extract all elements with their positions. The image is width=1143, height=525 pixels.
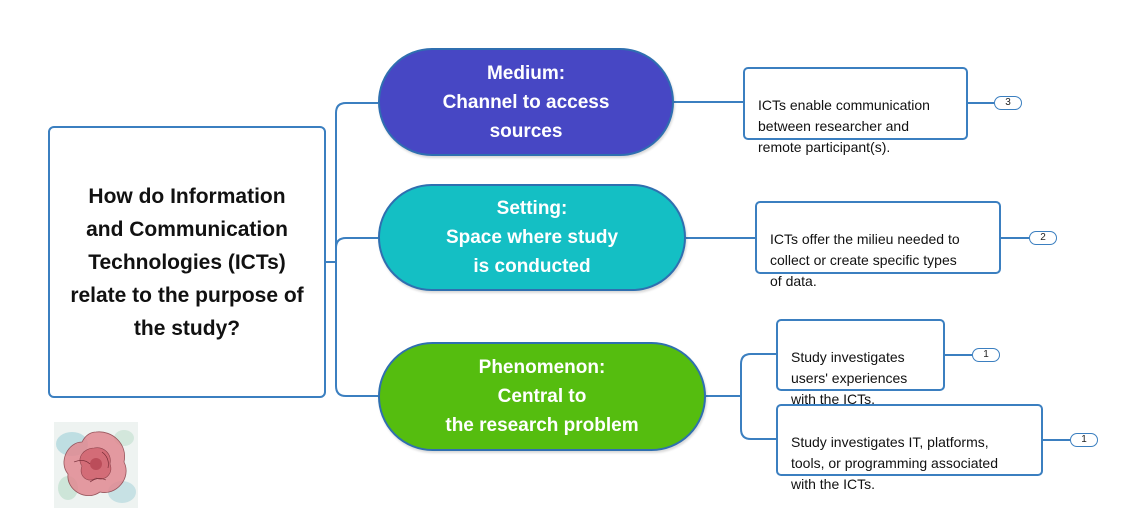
count-badge[interactable]: 1: [1070, 433, 1098, 447]
branch-medium-label: Medium: Channel to access sources: [442, 62, 610, 142]
connector-phenomenon-to-leaf-2: [740, 396, 776, 440]
flower-watercolor-icon: [54, 422, 138, 508]
branch-phenomenon-node[interactable]: Phenomenon: Central to the research prob…: [378, 342, 706, 451]
connector-root-to-phenomenon: [335, 262, 378, 397]
leaf-phenomenon-platforms[interactable]: Study investigates IT, platforms, tools,…: [776, 404, 1043, 492]
leaf-phenomenon-experiences[interactable]: Study investigates users' experiences wi…: [776, 319, 945, 407]
leaf-medium-communication[interactable]: ICTs enable communication between resear…: [743, 67, 968, 155]
central-question-text: How do Information and Communication Tec…: [70, 184, 304, 340]
leaf-text: ICTs offer the milieu needed to collect …: [770, 231, 960, 289]
leaf-setting-milieu[interactable]: ICTs offer the milieu needed to collect …: [755, 201, 1001, 289]
count-badge[interactable]: 1: [972, 348, 1000, 362]
connector-root-to-setting: [335, 237, 378, 262]
count-badge[interactable]: 2: [1029, 231, 1057, 245]
leaf-text: Study investigates IT, platforms, tools,…: [791, 434, 998, 492]
branch-phenomenon-label: Phenomenon: Central to the research prob…: [445, 357, 639, 436]
connector-root-to-medium: [326, 102, 378, 263]
central-question-node[interactable]: How do Information and Communication Tec…: [48, 126, 326, 398]
leaf-text: ICTs enable communication between resear…: [758, 97, 930, 155]
count-badge[interactable]: 3: [994, 96, 1022, 110]
branch-setting-node[interactable]: Setting: Space where study is conducted: [378, 184, 686, 291]
branch-setting-label: Setting: Space where study is conducted: [445, 198, 619, 277]
branch-medium-node[interactable]: Medium: Channel to access sources: [378, 48, 674, 156]
connector-phenomenon-to-leaf-1: [706, 353, 776, 397]
leaf-text: Study investigates users' experiences wi…: [791, 349, 908, 407]
